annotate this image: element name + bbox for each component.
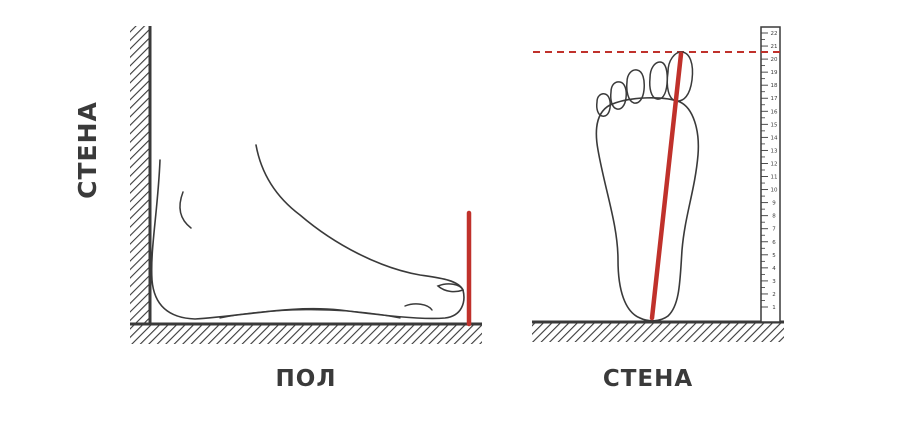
ruler-tick-label: 1 [772, 305, 776, 311]
wall-label-left: СТЕНА [73, 101, 102, 199]
ruler-tick-label: 7 [772, 227, 776, 233]
toe-second [649, 61, 668, 100]
ruler-tick-label: 19 [771, 70, 778, 76]
ruler-tick-label: 5 [772, 253, 776, 259]
toe-crease [404, 303, 433, 311]
floor-label: ПОЛ [275, 366, 337, 392]
wall-hatching-left [130, 26, 150, 324]
toe-nail [436, 283, 465, 293]
floor-hatching [130, 324, 482, 344]
ruler-tick-label: 21 [771, 44, 778, 50]
side-view [130, 26, 482, 344]
wall-hatching-right [532, 322, 784, 342]
ruler-tick-label: 11 [771, 175, 778, 181]
ruler-tick-label: 18 [771, 83, 778, 89]
ruler-tick-label: 12 [771, 161, 778, 167]
foot-arch [219, 309, 401, 319]
ruler-tick-label: 4 [772, 266, 776, 272]
ruler-tick-label: 17 [771, 96, 778, 102]
toe-big [666, 51, 694, 102]
foot-sole-outline [595, 97, 700, 322]
ruler-tick-label: 9 [772, 201, 776, 207]
toe-fourth [610, 81, 627, 110]
ruler-tick-label: 20 [771, 57, 778, 63]
ruler-tick-label: 22 [771, 31, 778, 37]
toe-third [626, 69, 645, 104]
toe-little [596, 93, 611, 117]
ruler-tick-label: 2 [772, 292, 776, 298]
ruler-tick-label: 8 [772, 214, 776, 220]
ruler-tick-label: 14 [771, 135, 778, 141]
foot-side-outline [150, 144, 465, 320]
foot-length-line [649, 51, 684, 321]
ruler-tick-label: 10 [771, 188, 778, 194]
ruler-tick-label: 6 [772, 240, 776, 246]
ankle-mark [179, 191, 192, 229]
ruler-tick-label: 15 [771, 122, 778, 128]
ruler-tick-label: 16 [771, 109, 778, 115]
wall-label-right: СТЕНА [602, 366, 694, 392]
ruler-body [760, 26, 781, 323]
ruler-tick-label: 13 [771, 148, 778, 154]
ruler-tick-label: 3 [772, 279, 776, 285]
